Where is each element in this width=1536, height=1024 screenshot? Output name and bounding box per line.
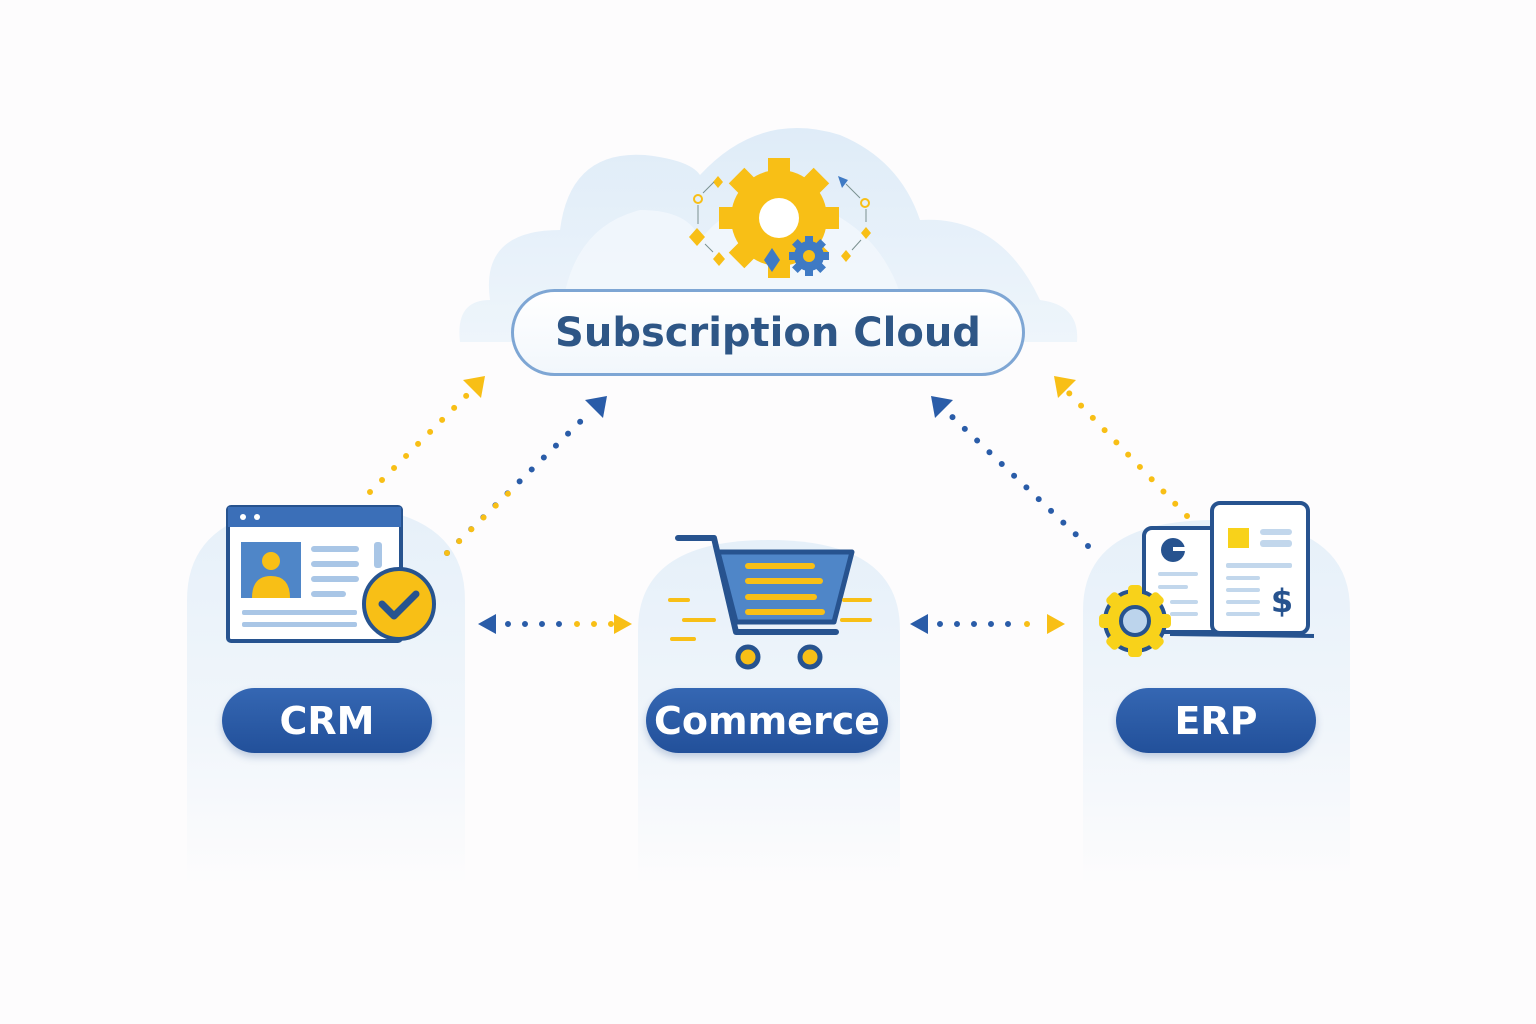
crm-label: CRM [222,688,432,753]
svg-text:$: $ [1271,582,1293,620]
cloud-gear-icon [689,133,871,303]
erp-to-cloud-arrow [1065,389,1190,519]
connector-arrows [367,376,1190,634]
erp-label: ERP [1116,688,1316,753]
subscription-cloud-title: Subscription Cloud [511,289,1025,376]
cloud-to-crm-arrow [444,407,595,556]
commerce-label: Commerce [646,688,888,753]
shopping-cart-icon [668,535,872,670]
crm-window-check-icon [226,505,436,643]
cloud-to-erp-arrow [942,407,1091,549]
crm-to-cloud-arrow [367,389,473,495]
erp-documents-gear-icon: $ [1099,501,1315,657]
